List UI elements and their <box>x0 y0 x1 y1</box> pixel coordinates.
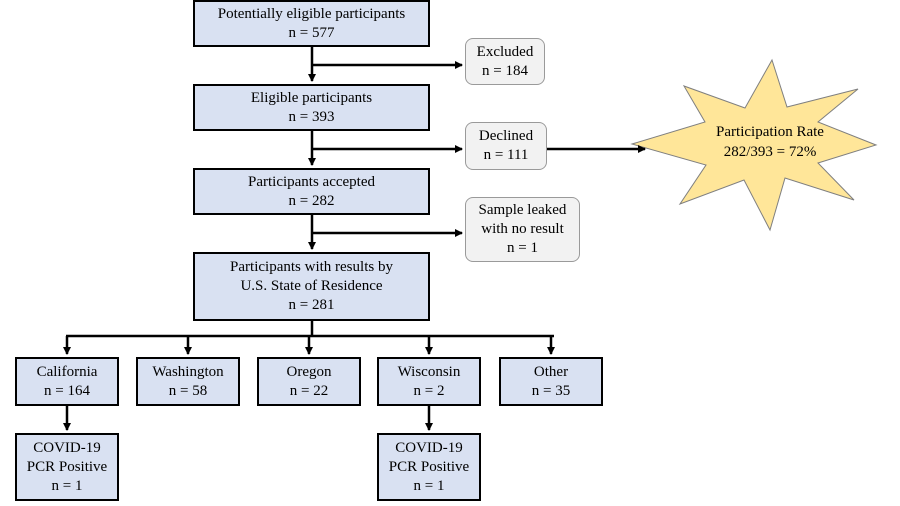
box-wisconsin: Wisconsin n = 2 <box>377 357 481 406</box>
label-line1: COVID-19 <box>33 439 101 456</box>
box-declined: Declined n = 111 <box>465 122 547 170</box>
box-potentially-eligible: Potentially eligible participants n = 57… <box>193 0 430 47</box>
label-line2: PCR Positive <box>388 458 470 475</box>
box-other: Other n = 35 <box>499 357 603 406</box>
count: n = 35 <box>531 382 571 399</box>
count: n = 577 <box>288 24 335 41</box>
label: Oregon <box>286 363 332 380</box>
count: n = 111 <box>483 147 529 163</box>
count: n = 58 <box>168 382 208 399</box>
box-sample-leaked: Sample leaked with no result n = 1 <box>465 197 580 262</box>
participation-rate-value: 282/393 = 72% <box>723 144 817 160</box>
label-line2: U.S. State of Residence <box>240 278 383 294</box>
count: n = 164 <box>44 382 90 399</box>
count: n = 282 <box>288 192 335 209</box>
box-excluded: Excluded n = 184 <box>465 38 545 85</box>
label-line2: with no result <box>481 221 564 237</box>
count: n = 1 <box>507 240 538 256</box>
count: n = 281 <box>288 297 335 313</box>
participation-rate-label: Participation Rate <box>716 124 824 140</box>
participation-rate-text: Participation Rate 282/393 = 72% <box>670 122 870 162</box>
label-line2: PCR Positive <box>26 458 108 475</box>
box-with-results: Participants with results by U.S. State … <box>193 252 430 321</box>
label: Eligible participants <box>250 89 373 106</box>
box-california: California n = 164 <box>15 357 119 406</box>
count: n = 1 <box>51 477 83 494</box>
participation-starburst <box>630 58 878 232</box>
count: n = 393 <box>288 108 335 125</box>
label: Washington <box>152 363 224 380</box>
box-california-pcr-positive: COVID-19 PCR Positive n = 1 <box>15 433 119 501</box>
label: Excluded <box>476 43 534 60</box>
box-washington: Washington n = 58 <box>136 357 240 406</box>
box-oregon: Oregon n = 22 <box>257 357 361 406</box>
label: Other <box>533 363 569 380</box>
count: n = 22 <box>289 382 329 399</box>
label: California <box>36 363 98 380</box>
label-line1: COVID-19 <box>395 439 463 456</box>
box-wisconsin-pcr-positive: COVID-19 PCR Positive n = 1 <box>377 433 481 501</box>
label-line1: Participants with results by <box>230 259 393 275</box>
label: Declined <box>478 128 534 144</box>
label: Potentially eligible participants <box>217 5 406 22</box>
box-accepted: Participants accepted n = 282 <box>193 168 430 215</box>
label: Wisconsin <box>397 363 461 380</box>
count: n = 2 <box>413 382 445 399</box>
label: Participants accepted <box>247 173 376 190</box>
count: n = 1 <box>413 477 445 494</box>
box-eligible: Eligible participants n = 393 <box>193 84 430 131</box>
label-line1: Sample leaked <box>478 202 567 218</box>
count: n = 184 <box>482 62 528 79</box>
